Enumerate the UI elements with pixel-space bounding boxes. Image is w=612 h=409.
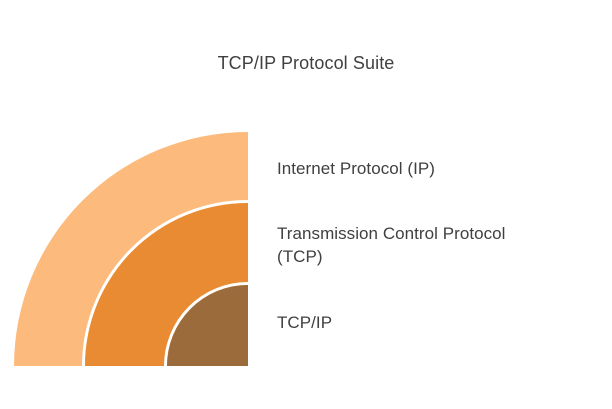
ring-label-ip: Internet Protocol (IP) [277, 159, 435, 178]
ring-label-tcp: Transmission Control Protocol (TCP) [277, 222, 582, 268]
nested-arc-diagram [0, 0, 260, 380]
ring-label-tcpip: TCP/IP [277, 313, 333, 332]
arc-svg [14, 132, 248, 366]
chart-title: TCP/IP Protocol Suite [217, 53, 395, 73]
ring-label-tcp-line1: Transmission Control Protocol [277, 224, 506, 243]
ring-label-tcp-line2: (TCP) [277, 247, 323, 266]
arc-segment-tcpip [167, 285, 248, 366]
